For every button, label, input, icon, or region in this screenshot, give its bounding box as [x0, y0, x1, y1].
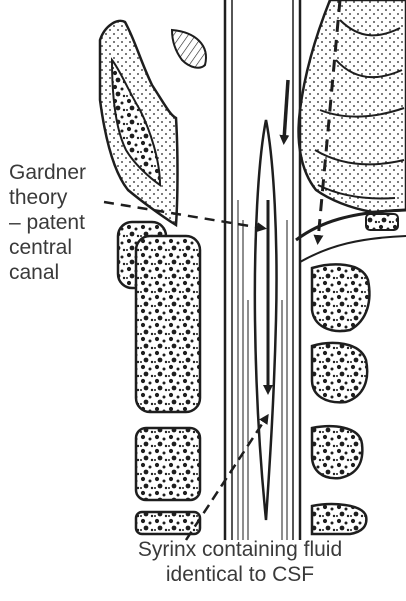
syrinx-cavity [255, 120, 277, 520]
dural-fold-lower [300, 236, 406, 262]
posterior-elements [312, 264, 369, 534]
syrinx-label: Syrinx containing fluid identical to CSF [80, 537, 400, 587]
small-vertebra-tip [366, 214, 398, 230]
csf-flow-arrow-solid [284, 80, 288, 140]
vertebral-bodies [118, 222, 200, 534]
gardner-theory-label: Gardner theory – patent central canal [9, 160, 119, 285]
cerebellum [299, 0, 406, 212]
